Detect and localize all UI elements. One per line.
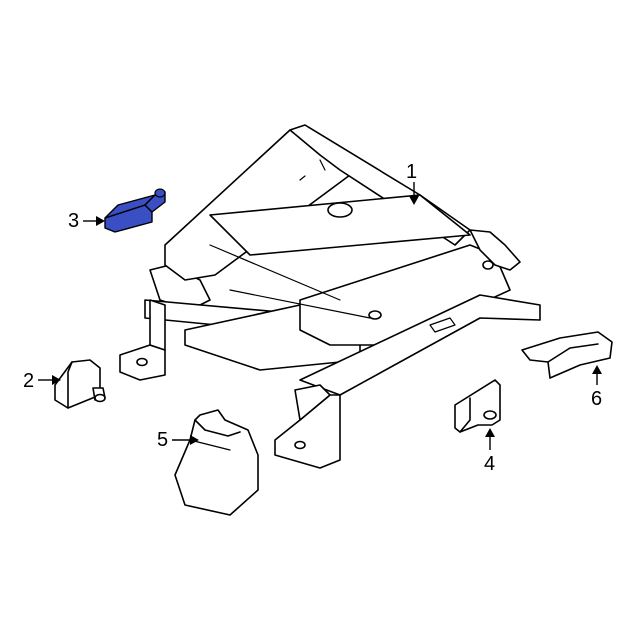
callout-2: 2 bbox=[23, 370, 61, 392]
svg-text:4: 4 bbox=[484, 453, 495, 475]
callout-6: 6 bbox=[591, 365, 602, 410]
callout-1: 1 bbox=[406, 161, 419, 205]
trim-cover-part-6[interactable] bbox=[521, 331, 613, 379]
callout-4: 4 bbox=[484, 428, 495, 475]
callout-5: 5 bbox=[157, 429, 199, 451]
actuator-part-3[interactable] bbox=[104, 188, 166, 233]
cover-part-5[interactable] bbox=[174, 409, 259, 516]
svg-text:5: 5 bbox=[157, 429, 168, 451]
seat-frame-part-1[interactable] bbox=[119, 124, 541, 469]
svg-text:6: 6 bbox=[591, 388, 602, 410]
bumper-part-2[interactable] bbox=[54, 359, 106, 409]
svg-text:3: 3 bbox=[68, 210, 79, 232]
svg-text:1: 1 bbox=[406, 161, 417, 183]
bracket-part-4[interactable] bbox=[454, 379, 501, 433]
callout-3: 3 bbox=[68, 210, 105, 232]
svg-text:2: 2 bbox=[23, 370, 34, 392]
